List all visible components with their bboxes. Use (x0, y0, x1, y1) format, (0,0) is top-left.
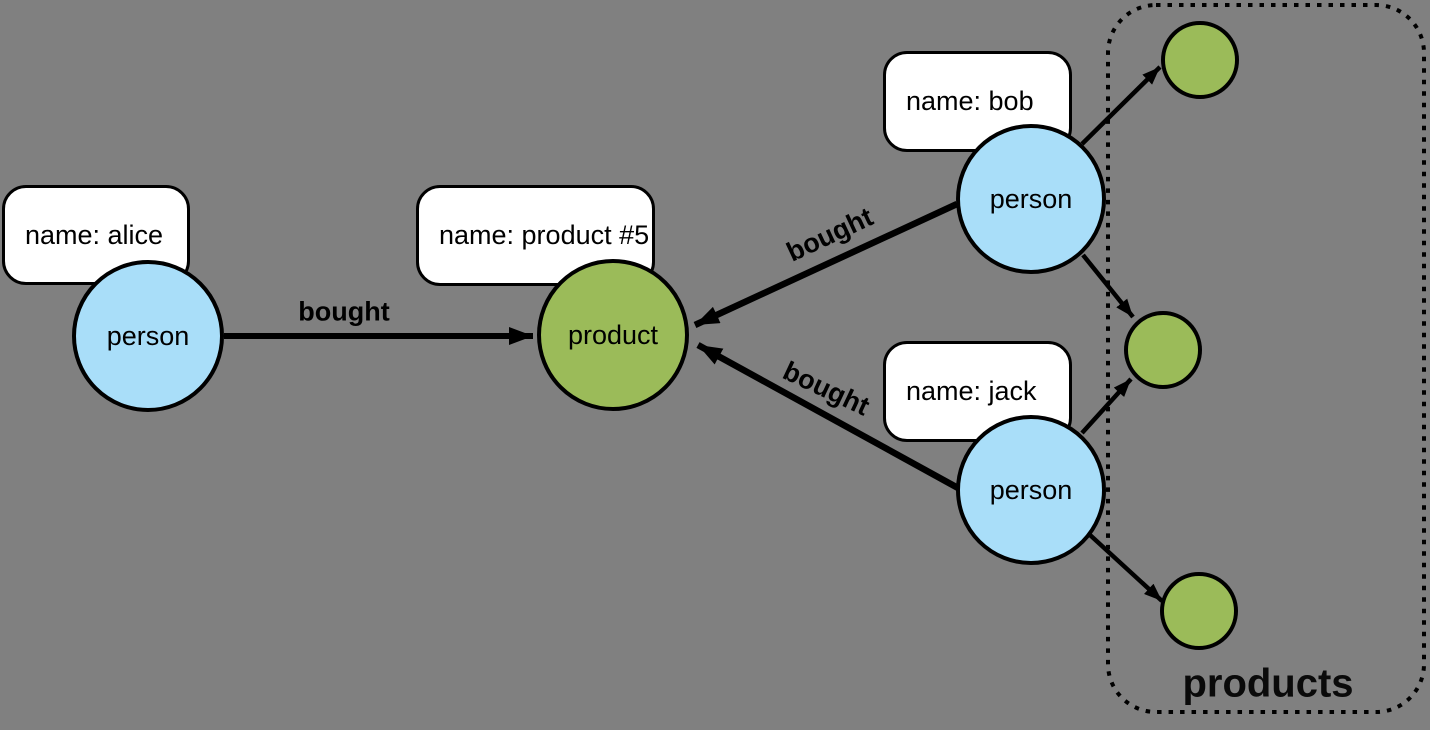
edge-jack-product-b (1080, 377, 1133, 435)
edge-jack-bought-product5 (696, 342, 960, 491)
edge-jack-product-c (1088, 533, 1164, 603)
edge-label-alice-bought: bought (298, 296, 390, 327)
person-node-bob: person (956, 124, 1106, 274)
person-node-jack: person (956, 415, 1106, 565)
product-node-b (1124, 311, 1202, 389)
edge-bob-product-b (1081, 253, 1135, 319)
edge-bob-product-a (1080, 65, 1162, 146)
product-node-a (1161, 21, 1239, 99)
person-node-alice: person (72, 260, 224, 412)
product-node-c (1160, 572, 1238, 650)
products-group-label: products (1182, 661, 1354, 706)
product-node-product5: product (537, 259, 689, 411)
products-group-border (1106, 3, 1426, 714)
edge-bob-bought-product5 (693, 201, 959, 328)
